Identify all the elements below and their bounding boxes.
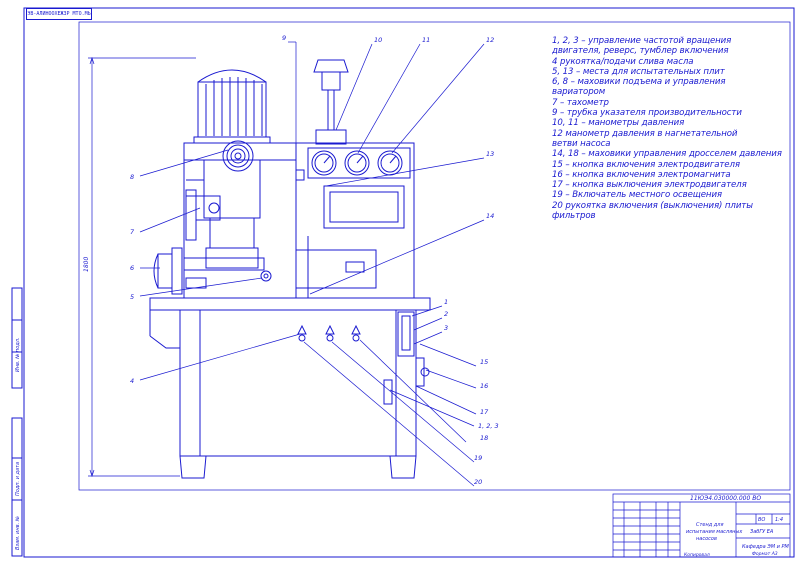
legend-line: фильтров <box>552 211 596 222</box>
title-line-2: испытания масляных <box>686 529 742 535</box>
legend: 1, 2, 3 – управление частотой вращения д… <box>552 36 790 221</box>
callout-18: 18 <box>480 434 488 442</box>
pump-unit <box>295 249 377 289</box>
dimension-label: 1800 <box>83 257 90 272</box>
drawing-area-frame <box>78 21 791 491</box>
side-stamp-3: Взам. инв. № <box>15 516 21 550</box>
side-stamps: Инв. № подл. Подп. и дата Взам. инв. № <box>15 338 21 551</box>
side-stamp-2: Подп. и дата <box>15 462 21 496</box>
table-top <box>149 297 431 311</box>
variator <box>183 159 265 289</box>
legend-line: 15 – кнопка включения электродвигателя <box>552 159 740 170</box>
legend-line: 6, 8 – маховики подъема и управления <box>552 77 726 88</box>
control-valves <box>297 324 361 342</box>
callout-3: 3 <box>444 324 448 332</box>
legend-line: ветви насоса <box>552 138 611 149</box>
legend-line: 20 рукоятка включения (выключения) плиты <box>552 200 753 211</box>
side-stamp-1: Инв. № подл. <box>15 338 21 373</box>
test-stand <box>149 59 431 479</box>
title-block-text: 11ЮЭ4.030000.000 ВО Стенд для испытания … <box>684 495 789 558</box>
electric-motor <box>193 69 271 144</box>
legend-line: 10, 11 – манометры давления <box>552 118 685 129</box>
callout-10: 10 <box>374 36 382 44</box>
legend-line: вариатором <box>552 87 606 98</box>
legend-line: 19 – Включатель местного освещения <box>552 190 723 201</box>
base-cabinet <box>179 309 430 479</box>
rotation-knob <box>260 270 272 282</box>
sheet-mark: ВО <box>758 517 765 523</box>
callout-1: 1 <box>444 298 448 306</box>
title-line-3: насосов <box>696 536 717 542</box>
format: Формат А3 <box>752 551 778 557</box>
callout-12: 12 <box>486 36 494 44</box>
callout-20: 20 <box>474 478 482 486</box>
height-dimension <box>88 56 196 478</box>
lifting-handwheel <box>153 247 183 295</box>
callout-11: 11 <box>422 36 430 44</box>
title-line-1: Стенд для <box>696 522 723 528</box>
legend-line: 12 манометр давления в нагнетательной <box>552 128 738 139</box>
org-name: ЗабГУ ЕА <box>750 529 774 535</box>
callout-labels: 8 7 6 5 4 9 10 11 12 13 14 1 2 3 15 16 1… <box>83 34 499 486</box>
legend-line: двигателя, реверс, тумблер включения <box>552 46 729 57</box>
legend-line: 1, 2, 3 – управление частотой вращения <box>552 36 732 46</box>
indicator-pipe <box>327 89 335 131</box>
corner-stamp: ЭВ-АЛИНООХЕЖЗР МТО.МЬ <box>26 8 92 20</box>
gauge-panel <box>295 147 411 229</box>
callout-123: 1, 2, 3 <box>478 422 499 430</box>
callout-7: 7 <box>130 228 135 236</box>
callout-8: 8 <box>130 173 134 181</box>
legend-line: 9 – трубка указателя производительности <box>552 108 742 119</box>
callout-19: 19 <box>474 454 482 462</box>
org-dept: Кафедра ЭМ и РМ <box>742 544 789 550</box>
scale: 1:4 <box>775 517 783 523</box>
doc-number: 11ЮЭ4.030000.000 ВО <box>690 495 761 502</box>
legend-line: 4 рукоятка/подачи слива масла <box>552 56 694 67</box>
callout-9: 9 <box>282 34 286 42</box>
legend-line: 17 – кнопка выключения электродвигателя <box>552 180 747 191</box>
callout-16: 16 <box>480 382 488 390</box>
callout-6: 6 <box>130 264 134 272</box>
callout-15: 15 <box>480 358 488 366</box>
callout-4: 4 <box>130 377 134 385</box>
side-stamp-strip <box>11 287 23 557</box>
callout-13: 13 <box>486 150 494 158</box>
callout-17: 17 <box>480 408 489 416</box>
callout-2: 2 <box>444 310 448 318</box>
legend-line: 7 – тахометр <box>552 97 609 108</box>
legend-line: 5, 13 – места для испытательных плит <box>552 66 725 77</box>
leader-lines <box>139 41 485 487</box>
callout-14: 14 <box>486 212 494 220</box>
legend-line: 16 – кнопка включения электромагнита <box>552 169 731 180</box>
legend-line: 14, 18 – маховики управления дросселем д… <box>552 149 782 160</box>
callout-5: 5 <box>130 293 134 301</box>
title-block <box>612 493 791 558</box>
outer-frame <box>23 7 795 558</box>
variator-handwheel <box>222 140 254 172</box>
copied: Копировал <box>684 552 710 558</box>
